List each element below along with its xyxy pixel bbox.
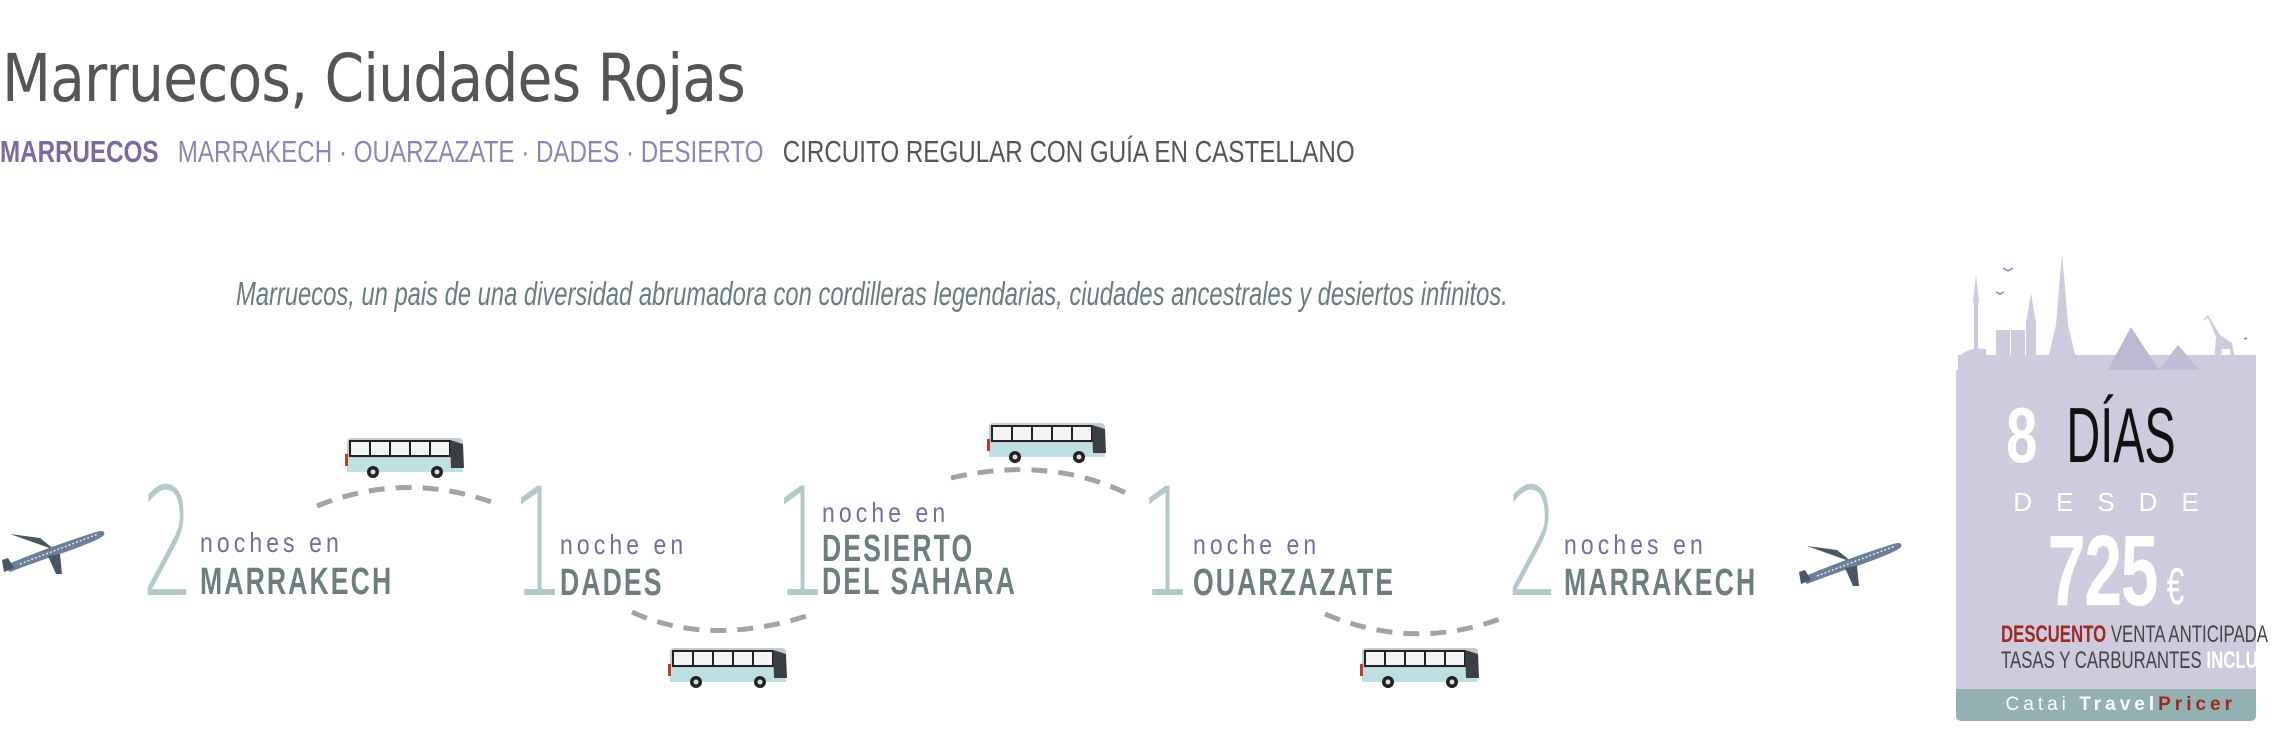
nights-count: 1 [775,457,828,631]
nights-label: noches en [200,527,343,558]
promo-text: VENTA ANTICIPADA [2110,621,2268,648]
brand-part2: Travel [2079,694,2159,715]
page-title: Marruecos, Ciudades Rojas [2,40,746,117]
nights-label: noches en [1564,529,1707,560]
card-footer [1956,689,2256,721]
bird-icon [1995,291,2005,295]
nights-count: 1 [512,457,565,631]
cities-list: MARRAKECH · OUARZAZATE · DADES · DESIERT… [177,134,764,169]
subtitle: MARRUECOS MARRAKECH · OUARZAZATE · DADES… [0,134,1355,170]
nights-label: noche en [1193,529,1321,560]
nights-label: noche en [822,497,950,528]
card-body [1956,370,2256,690]
skyline-illustration [1958,255,2256,375]
city-name: MARRAKECH [1564,562,1758,604]
price-currency: € [2166,558,2185,616]
bus-icon [987,423,1106,463]
bus-icon [668,648,787,688]
promo-discount: DESCUENTO VENTA ANTICIPADA [2001,621,2268,649]
nights-count: 2 [142,457,195,631]
route-arc [950,467,1132,498]
bus-icon [345,438,464,478]
brand-part1: Catai [2005,694,2070,715]
nights-count: 2 [1507,457,1560,631]
nights-count: 1 [1140,457,1193,631]
city-name-line1: DESIERTO [822,528,975,570]
city-name: OUARZAZATE [1193,562,1396,604]
days-number: 8 [2006,391,2038,479]
price: 725 € [1956,515,2256,627]
airplane-icon [2,531,105,574]
price-card[interactable]: 8 DÍAS DESDE 725 € DESCUENTO VENTA ANTIC… [1956,245,2278,721]
promo-highlight: DESCUENTO [2001,621,2107,648]
bird-icon [2002,267,2014,272]
nights-label: noche en [560,529,688,560]
promo-taxes: TASAS Y CARBURANTES INCLUIDOS [2001,647,2278,675]
brand-part3: Pricer [2158,694,2236,715]
airplane-icon [1799,543,1902,586]
circuit-type: CIRCUITO REGULAR CON GUÍA EN CASTELLANO [782,134,1355,169]
route-arc [1324,611,1506,637]
taxes-text: TASAS Y CARBURANTES [2001,647,2202,674]
city-name: DADES [560,562,664,604]
bird-icon [2243,337,2248,340]
from-label: DESDE [2013,487,2223,517]
taxes-highlight: INCLUIDOS [2206,647,2278,674]
price-amount: 725 [2047,515,2159,627]
city-name: MARRAKECH [200,561,394,603]
tagline: Marruecos, un pais de una diversidad abr… [236,275,1508,312]
duration: 8 DÍAS [1956,395,2256,475]
brand-logo: Catai TravelPricer [1956,692,2236,718]
city-name-line2: DEL SAHARA [822,561,1017,603]
route-arc [316,485,498,509]
days-word: DÍAS [2066,391,2176,479]
bus-icon [1360,648,1479,688]
country-label: MARRUECOS [0,134,159,169]
